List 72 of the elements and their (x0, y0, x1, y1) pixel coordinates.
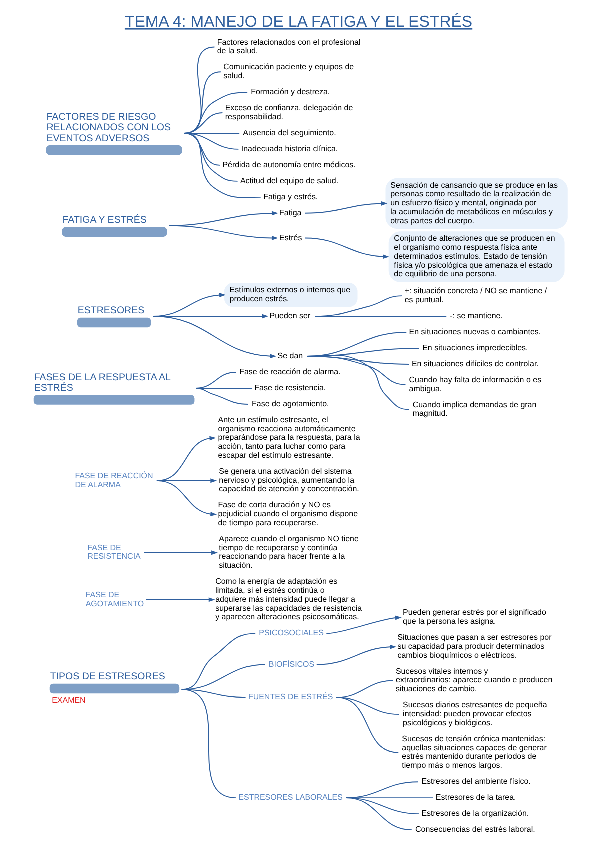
node-text: Estrés (279, 233, 302, 242)
node-box: Conjunto de alteraciones que se producen en el organismo como respuesta física ante determinados estímulos. Estado de tensión física y/o psicológica que amenaza el estado de equilibrio de una persona. (388, 232, 564, 282)
node-text: FASE DE AGOTAMIENTO (85, 590, 144, 608)
node-box: Sensación de cansancio que se produce en las personas como resultado de la realización de un esfuerzo físico y mental, originada por la acumulación de metabólicos en músculos y otras partes del cuerpo. (385, 178, 568, 229)
node-box: Estímulos externos o internos que producen estrés. (224, 283, 358, 308)
connector (180, 689, 246, 698)
node-text: Como la energía de adaptación es limitada, si el estrés continúa o adquiere más intensidad puede llegar a superarse las capacidades de resistencia y aparecen alteraciones psicosomáticas. (215, 577, 362, 622)
diagram-title: TEMA 4: MANEJO DE LA FATIGA Y EL ESTRÉS (124, 14, 472, 32)
node-text: Fatiga y estrés. (263, 192, 318, 202)
node-label: FACTORES DE RIESGO RELACIONADOS CON LOS EVENTOS ADVERSOS (46, 112, 171, 144)
node-text: Actitud del equipo de salud. (240, 176, 338, 186)
arrow (326, 616, 402, 634)
node-text: Fase de reacción de alarma. (239, 367, 340, 376)
node-text: Formación y destreza. (250, 88, 330, 97)
node-text: Exceso de confianza, delegación de responsabilidad. (224, 104, 353, 122)
node-text: Pueden generar estrés por el significado que la persona les asigna. (402, 608, 546, 626)
connector (306, 354, 410, 410)
node-text: Estresores de la tarea. (435, 793, 516, 802)
node-text: Cuando hay falta de información o es ambigua. (408, 375, 542, 394)
node-text: FASE DE REACCIÓN DE ALARMA (74, 471, 153, 490)
node-text: -: se mantiene. (450, 311, 502, 320)
arrow (156, 480, 217, 517)
node-label: FATIGA Y ESTRÉS (62, 215, 146, 226)
node-text: +: situación concreta / NO se mantiene / es puntual. (404, 286, 547, 304)
arrow (144, 550, 218, 556)
node-text: Fase de resistencia. (254, 383, 326, 392)
node-text: Fatiga (279, 208, 302, 218)
node-text: Estresores del ambiente físico. (421, 777, 530, 786)
arrow (152, 316, 276, 359)
node-label: ESTRESORES (77, 306, 144, 317)
node-text: Fase de corta duración y NO es pejudicial cuando el organismo dispone de tiempo para recuperarse. (218, 500, 358, 528)
node-text: Estresores de la organización. (421, 809, 529, 818)
node-text: FUENTES DE ESTRÉS (248, 692, 333, 702)
node-text: Inadecuada historia clínica. (240, 144, 338, 154)
connector (335, 697, 399, 754)
connector (335, 697, 400, 716)
node-text: BIOFÍSICOS (268, 660, 314, 669)
node-text: Factores relacionados con el profesional de la salud. (216, 38, 360, 56)
node-text: Pérdida de autonomía entre médicos. (222, 160, 356, 170)
arrow (316, 644, 396, 666)
node-label: TIPOS DE ESTRESORES (50, 672, 165, 683)
connector (195, 388, 248, 405)
arrow (145, 598, 215, 602)
arrow (168, 225, 278, 240)
node-text: Comunicación paciente y equipos de salud. (223, 62, 354, 81)
node-text: Situaciones que pasan a ser estresores por su capacidad para producir determinados cambios bioquímicos o eléctricos. (397, 633, 552, 660)
node-text: FASE DE RESISTENCIA (87, 543, 140, 562)
node-text: Sucesos diarios estresantes de pequeña intensidad: pueden provocar efectos psicológicos y biológicos. (402, 700, 547, 728)
arrow (304, 238, 389, 260)
node-label: FASES DE LA RESPUESTA AL ESTRÉS (34, 372, 170, 394)
node-text: Ante un estímulo estresante, el organismo reacciona automáticamente preparándose para la respuesta, para la acción, tanto para luchar como para escapar del estímulo estresante. (218, 415, 360, 460)
node-text: PSICOSOCIALES (258, 628, 324, 638)
connector (180, 689, 236, 799)
node-text: Ausencia del seguimiento. (242, 128, 336, 138)
connector (345, 798, 412, 831)
node-text: Consecuencias del estrés laboral. (415, 825, 535, 834)
node-text: Cuando implica demandas de gran magnitud. (412, 400, 536, 418)
node-text: Fase de agotamiento. (252, 399, 329, 408)
node-text: Aparece cuando el organismo NO tiene tiempo de recuperarse y continúa reaccionando para hacer frente a la situación. (218, 534, 358, 570)
arrow (304, 201, 388, 214)
connector (314, 316, 447, 317)
connector (184, 132, 261, 198)
node-text: Sucesos de tensión crónica mantenidas: aquellas situaciones capaces de generar estrés mantenido durante periodos de tiempo más o menos largos. (402, 734, 546, 770)
node-text: Sucesos vitales internos y extraordinarios: aparece cuando e producen situaciones de cambio. (395, 666, 552, 694)
node-text: Pueden ser (269, 311, 310, 320)
node-text: Se genera una activación del sistema nervioso y psicológica, aumentando la capacidad de atención y concentración. (218, 466, 359, 494)
node-text: En situaciones difíciles de controlar. (411, 359, 538, 368)
node-text: En situaciones impredecibles. (422, 343, 528, 352)
node-text: Se dan (277, 351, 303, 360)
node-text: ESTRESORES LABORALES (238, 793, 342, 802)
node-label: EXAMEN (52, 696, 86, 706)
node-text: En situaciones nuevas o cambiantes. (408, 327, 541, 336)
